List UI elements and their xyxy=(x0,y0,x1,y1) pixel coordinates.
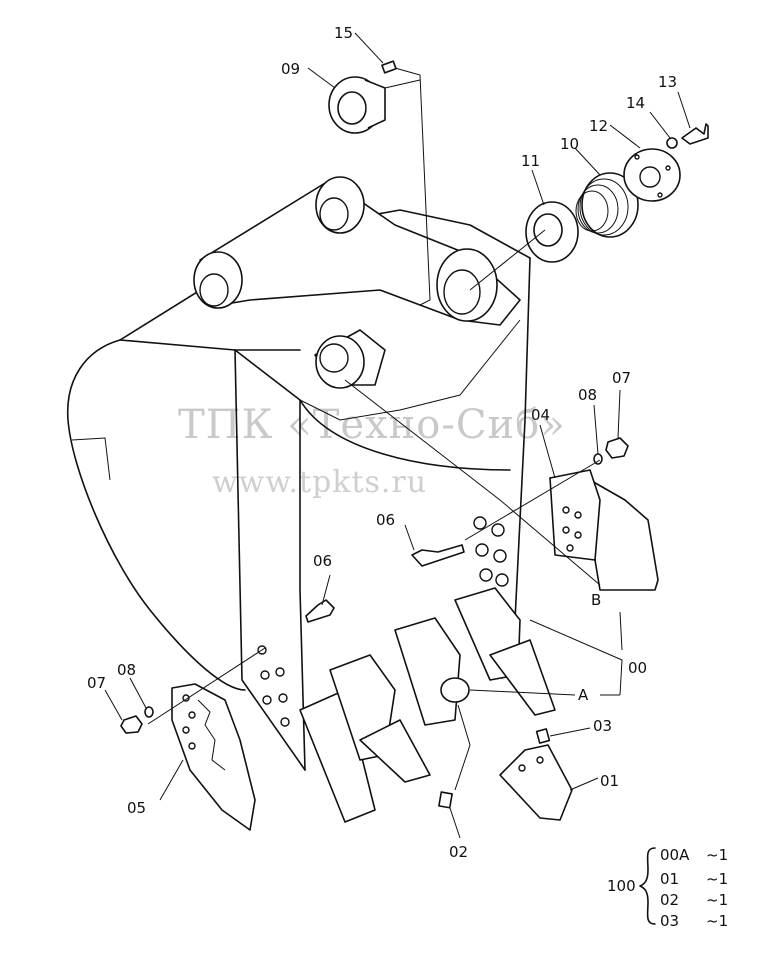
nut-07-right xyxy=(605,437,629,459)
bolt-13 xyxy=(681,123,709,145)
label-06-center: 06 xyxy=(376,511,395,529)
tooth-01 xyxy=(499,744,573,821)
part-labels: 15 09 13 14 12 10 11 07 08 04 06 06 B 00… xyxy=(87,24,677,861)
watermark-company: ТПК «Техно-Сиб» xyxy=(178,402,566,448)
label-B: B xyxy=(591,591,601,609)
assembly-row-3-qty: ~1 xyxy=(706,912,728,930)
side-cutter-05 xyxy=(171,683,256,831)
washer-14 xyxy=(666,137,678,149)
label-05: 05 xyxy=(127,799,146,817)
washer-08-left xyxy=(144,706,154,718)
assembly-table: 100 00A ~1 01 ~1 02 ~1 03 ~1 xyxy=(607,846,728,930)
label-15: 15 xyxy=(334,24,353,42)
label-00: 00 xyxy=(628,659,647,677)
label-10: 10 xyxy=(560,135,579,153)
label-09: 09 xyxy=(281,60,300,78)
pin-15 xyxy=(381,60,397,74)
assembly-row-0-qty: ~1 xyxy=(706,846,728,864)
pin-02 xyxy=(438,791,453,809)
assembly-row-2-part: 02 xyxy=(660,891,679,909)
label-13: 13 xyxy=(658,73,677,91)
side-cutter-04 xyxy=(549,469,659,591)
lock-03 xyxy=(535,728,551,744)
assembly-group-number: 100 xyxy=(607,877,636,895)
bolt-06-left xyxy=(305,599,335,623)
label-04: 04 xyxy=(531,406,550,424)
bolt-06-center xyxy=(411,544,465,567)
label-07-left: 07 xyxy=(87,674,106,692)
assembly-row-3-part: 03 xyxy=(660,912,679,930)
teeth-adapters xyxy=(299,587,556,823)
linkage-bosses xyxy=(193,176,521,389)
assembly-row-1-part: 01 xyxy=(660,870,679,888)
watermark-url: www.tpkts.ru xyxy=(212,465,427,500)
boss-cap-09 xyxy=(328,76,386,134)
label-08-right: 08 xyxy=(578,386,597,404)
label-12: 12 xyxy=(589,117,608,135)
label-01: 01 xyxy=(600,772,619,790)
assembly-row-1-qty: ~1 xyxy=(706,870,728,888)
label-02: 02 xyxy=(449,843,468,861)
label-07-right: 07 xyxy=(612,369,631,387)
assembly-row-2-qty: ~1 xyxy=(706,891,728,909)
assembly-brace xyxy=(639,847,656,925)
seal-11 xyxy=(525,201,579,263)
label-06-left: 06 xyxy=(313,552,332,570)
shims-10 xyxy=(575,172,639,238)
label-A: A xyxy=(578,686,589,704)
nut-07-left xyxy=(120,715,143,734)
label-08-left: 08 xyxy=(117,661,136,679)
assembly-row-0-part: 00A xyxy=(660,846,690,864)
plate-12 xyxy=(623,148,681,202)
label-11: 11 xyxy=(521,152,540,170)
label-14: 14 xyxy=(626,94,645,112)
leader-lines xyxy=(104,32,691,839)
label-03: 03 xyxy=(593,717,612,735)
